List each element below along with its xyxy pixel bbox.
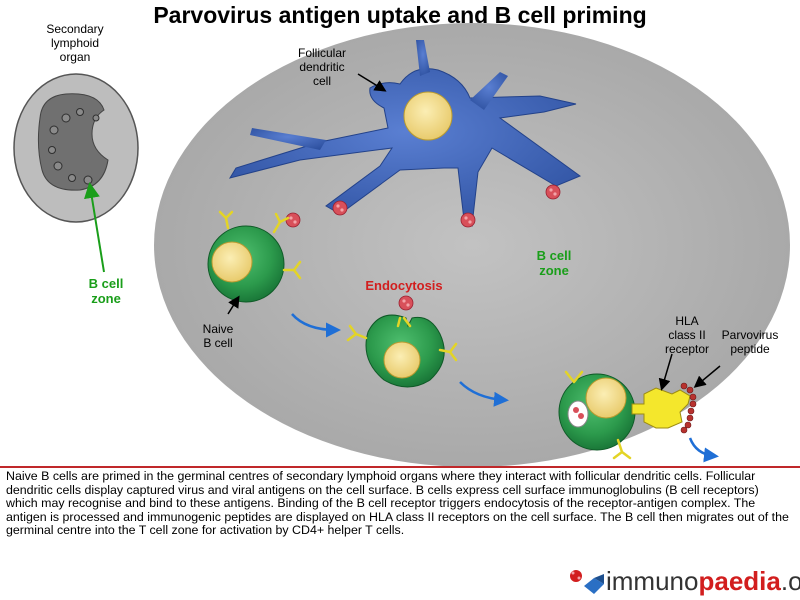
virus-particles [285,184,561,311]
description-text: Naive B cells are primed in the germinal… [6,469,789,538]
label-endocytosis: Endocytosis [365,278,443,293]
arrow-icon [688,437,719,463]
page-title: Parvovirus antigen uptake and B cell pri… [153,2,647,28]
arrow-icon [459,381,509,407]
label-follicular-dendritic-cell: Follicular dendritic cell [297,46,346,88]
virus-particle-icon [398,295,414,311]
label-b-cell-zone-left: B cell zone [88,276,124,306]
label-secondary-lymphoid-organ: Secondary lymphoid organ [46,22,104,64]
immunopaedia-logo[interactable]: immunopaedia.org [566,566,800,598]
movement-arrows [291,313,719,463]
logo-icon [570,570,604,594]
germinal-centre [154,23,790,467]
label-b-cell-zone-right: B cell zone [536,248,572,278]
divider [0,466,800,468]
naive-b-cell [207,210,302,303]
virus-particle-icon [460,212,476,228]
hla-class-ii-receptor [631,387,691,429]
virus-particle-icon [285,212,301,228]
label-parvovirus-peptide: Parvovirus peptide [721,328,779,356]
parvovirus-peptide [680,382,697,434]
logo-text: immunopaedia.org [606,566,800,596]
endocytosing-b-cell [346,314,458,388]
follicular-dendritic-cell [228,40,582,227]
virus-particle-icon [332,200,348,216]
pointer-lines [84,73,721,391]
secondary-lymphoid-organ [13,73,139,223]
arrow-icon [291,313,341,338]
presenting-b-cell [558,370,636,460]
virus-particle-icon [545,184,561,200]
label-hla-class-ii-receptor: HLA class II receptor [664,314,710,356]
label-naive-b-cell: Naive B cell [202,322,234,350]
